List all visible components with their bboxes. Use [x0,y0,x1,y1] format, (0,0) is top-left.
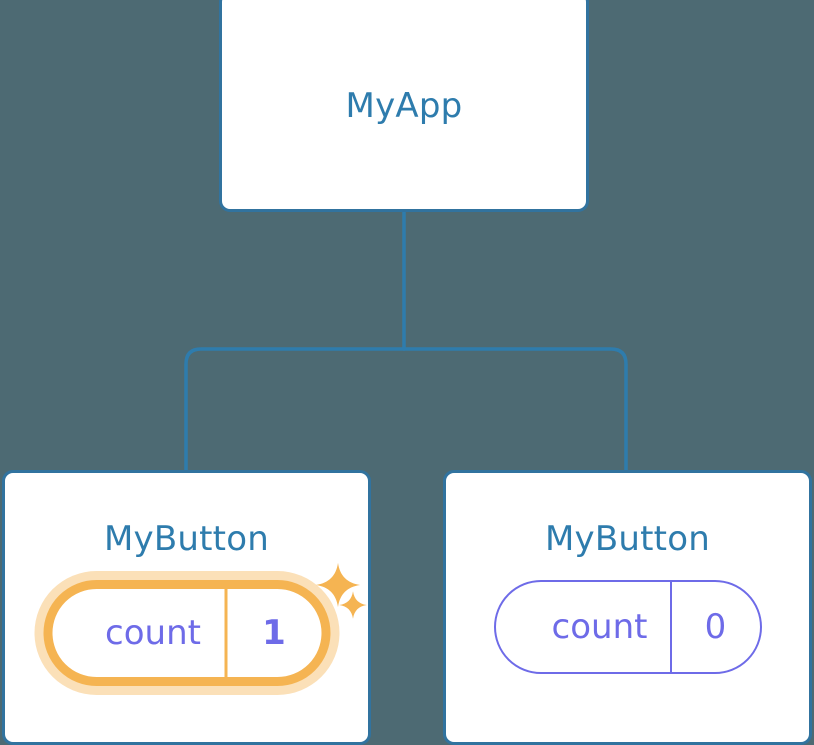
node-title-mybutton-right: MyButton [545,519,710,559]
node-card-myapp[interactable]: MyApp [219,0,589,212]
node-card-mybutton-right[interactable]: MyButton count 0 [443,470,812,745]
state-pill-wrap-left: count 1 [43,580,330,686]
state-pill-wrap-right: count 0 [493,580,762,674]
node-title-mybutton-left: MyButton [104,519,269,559]
state-pill-highlighted[interactable]: count 1 [43,580,330,686]
state-key-right: count [551,607,648,647]
state-key-left: count [105,613,201,653]
node-title-myapp: MyApp [345,86,463,126]
state-value-right: 0 [669,582,760,672]
node-card-mybutton-left[interactable]: MyButton count 1 [2,470,371,745]
state-pill-plain[interactable]: count 0 [493,580,762,674]
state-value-left: 1 [224,589,321,677]
edge-root-to-child-left [184,347,405,472]
edge-root-to-child-right [403,347,628,472]
